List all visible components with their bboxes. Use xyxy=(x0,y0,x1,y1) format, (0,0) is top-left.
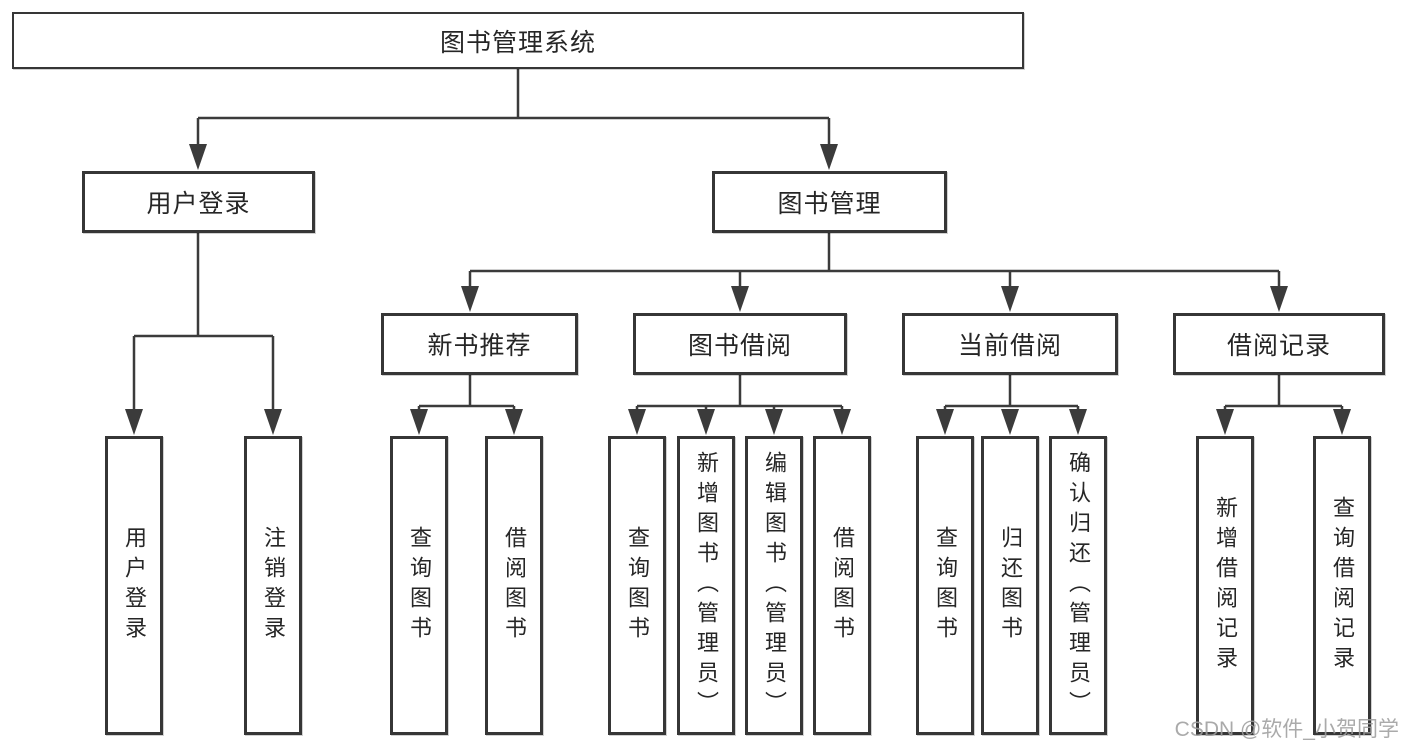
leaf-label: 注销登录 xyxy=(261,525,286,646)
leaf-label: 借阅图书 xyxy=(502,525,527,646)
leaf-label: 借阅图书 xyxy=(830,525,855,646)
leaf-label: 查询借阅记录 xyxy=(1330,495,1355,676)
leaf-query-borrow-record: 查询借阅记录 xyxy=(1313,436,1371,735)
node-label: 用户登录 xyxy=(146,190,251,218)
node-current-borrowing: 当前借阅 xyxy=(902,313,1118,375)
leaf-label: 归还图书 xyxy=(998,525,1023,646)
leaf-user-login: 用户登录 xyxy=(105,436,163,735)
leaf-label: 查询图书 xyxy=(407,525,432,646)
node-library-management-system: 图书管理系统 xyxy=(12,12,1024,69)
leaf-logout: 注销登录 xyxy=(244,436,302,735)
leaf-borrow-books-recommend: 借阅图书 xyxy=(485,436,543,735)
node-label: 图书管理系统 xyxy=(439,28,596,57)
node-borrowing-records: 借阅记录 xyxy=(1173,313,1385,375)
node-new-book-recommendation: 新书推荐 xyxy=(381,313,578,375)
node-label: 借阅记录 xyxy=(1226,332,1331,360)
leaf-borrow-books: 借阅图书 xyxy=(813,436,871,735)
node-label: 图书借阅 xyxy=(687,332,792,360)
leaf-label: 编辑图书（管理员） xyxy=(762,450,787,721)
leaf-query-books-borrow: 查询图书 xyxy=(608,436,666,735)
leaf-query-books-recommend: 查询图书 xyxy=(390,436,448,735)
csdn-watermark: CSDN @软件_小贺同学 xyxy=(1174,718,1399,741)
leaf-query-books-current: 查询图书 xyxy=(916,436,974,735)
leaf-confirm-return-admin: 确认归还（管理员） xyxy=(1049,436,1107,735)
leaf-label: 新增图书（管理员） xyxy=(694,450,719,721)
node-book-management: 图书管理 xyxy=(712,171,947,233)
leaf-edit-book-admin: 编辑图书（管理员） xyxy=(745,436,803,735)
leaf-add-borrow-record: 新增借阅记录 xyxy=(1196,436,1254,735)
leaf-label: 用户登录 xyxy=(122,525,147,646)
leaf-add-book-admin: 新增图书（管理员） xyxy=(677,436,735,735)
leaf-label: 新增借阅记录 xyxy=(1213,495,1238,676)
leaf-label: 查询图书 xyxy=(625,525,650,646)
node-label: 新书推荐 xyxy=(427,332,532,360)
leaf-label: 确认归还（管理员） xyxy=(1066,450,1091,721)
leaf-label: 查询图书 xyxy=(933,525,958,646)
node-label: 当前借阅 xyxy=(957,332,1062,360)
node-user-login: 用户登录 xyxy=(82,171,315,233)
node-book-borrowing: 图书借阅 xyxy=(633,313,847,375)
node-label: 图书管理 xyxy=(777,190,882,218)
leaf-return-book: 归还图书 xyxy=(981,436,1039,735)
